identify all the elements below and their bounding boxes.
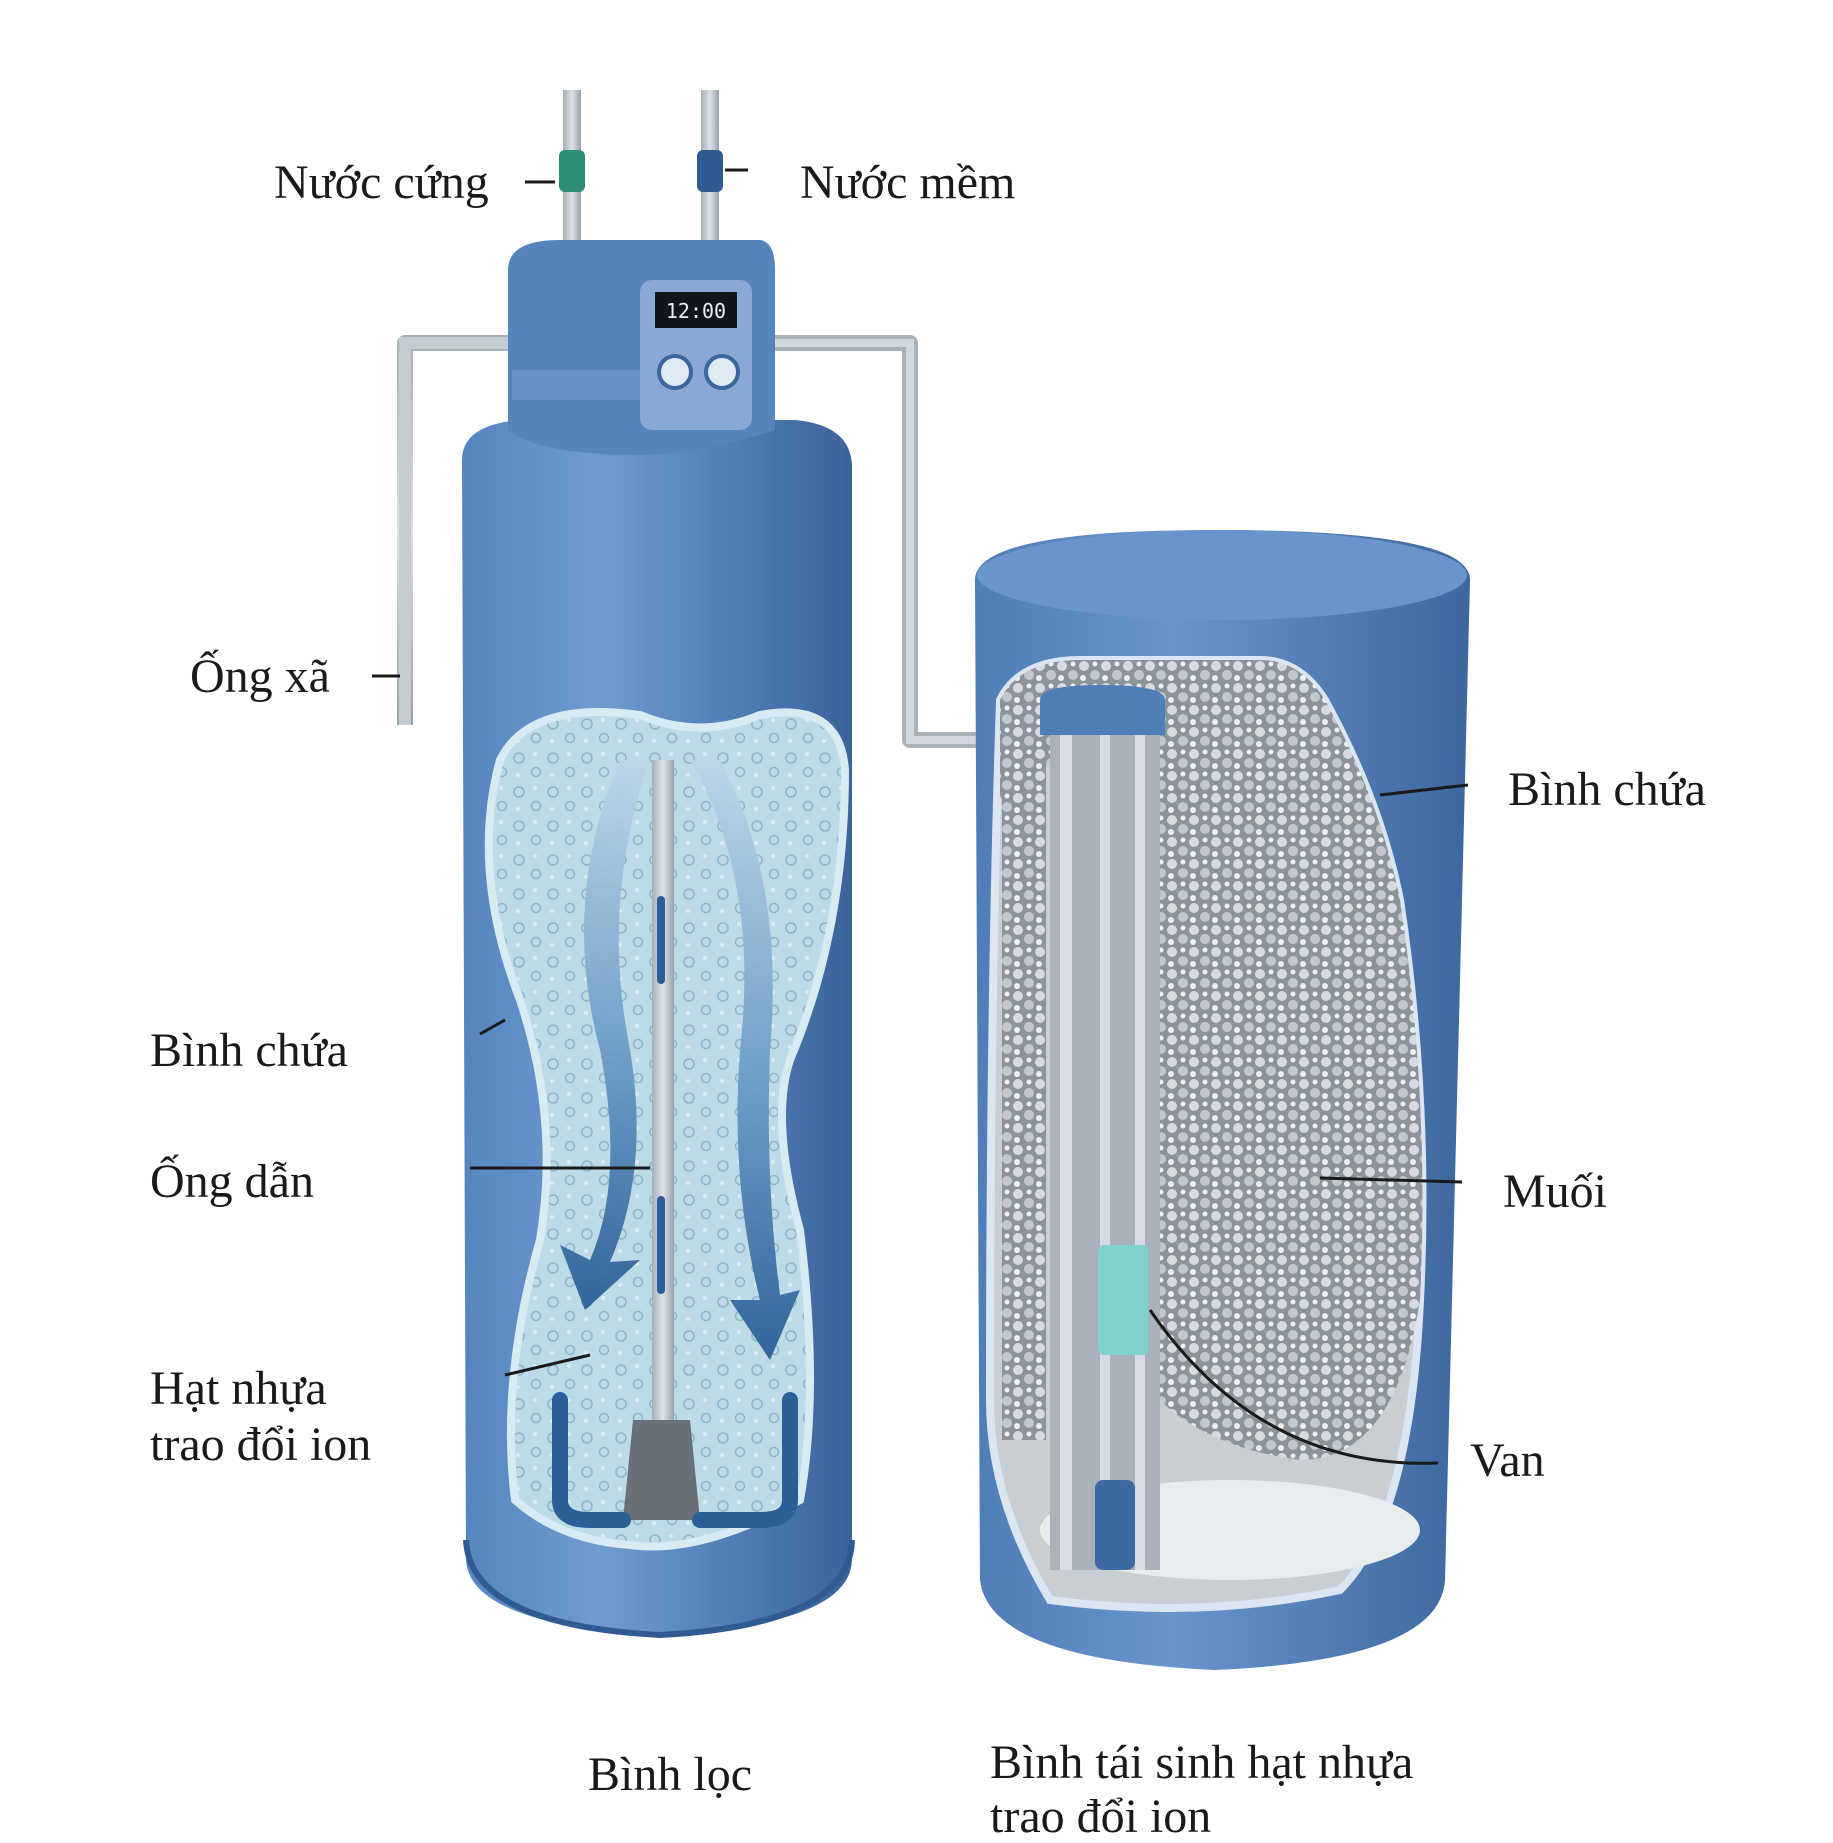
label-soft-water: Nước mềm bbox=[800, 156, 1015, 209]
label-hard-water: Nước cứng bbox=[274, 156, 489, 209]
label-conduit: Ống dẫn bbox=[150, 1153, 314, 1208]
label-regen-line2: trao đổi ion bbox=[990, 1790, 1211, 1838]
controller-knob-left bbox=[657, 354, 693, 390]
label-tank-left: Bình chứa bbox=[150, 1024, 348, 1077]
leader-lines bbox=[372, 168, 1469, 1465]
label-tank-right: Bình chứa bbox=[1508, 763, 1706, 816]
label-filter-tank: Bình lọc bbox=[588, 1748, 752, 1801]
label-valve: Van bbox=[1470, 1434, 1545, 1487]
flow-arrow-right bbox=[690, 760, 800, 1360]
controller-display bbox=[655, 292, 737, 328]
label-regen-line1: Bình tái sinh hạt nhựa bbox=[990, 1736, 1413, 1789]
hard-water-inlet-valve bbox=[559, 150, 585, 192]
controller-knob-right bbox=[704, 354, 740, 390]
label-resin-line2: trao đổi ion bbox=[150, 1418, 371, 1471]
brine-tank bbox=[975, 530, 1470, 1670]
resin-chamber bbox=[484, 708, 850, 1551]
soft-water-outlet-valve bbox=[697, 150, 723, 192]
label-salt: Muối bbox=[1503, 1165, 1607, 1218]
bottom-distributor bbox=[623, 1420, 700, 1520]
label-resin-line1: Hạt nhựa bbox=[150, 1362, 327, 1415]
float-valve bbox=[1098, 1245, 1148, 1355]
flow-arrow-left bbox=[560, 760, 650, 1310]
controller-display-text: 12:00 bbox=[666, 299, 726, 323]
label-drain-pipe: Ống xã bbox=[190, 648, 330, 703]
conduit-tube bbox=[652, 760, 674, 1440]
